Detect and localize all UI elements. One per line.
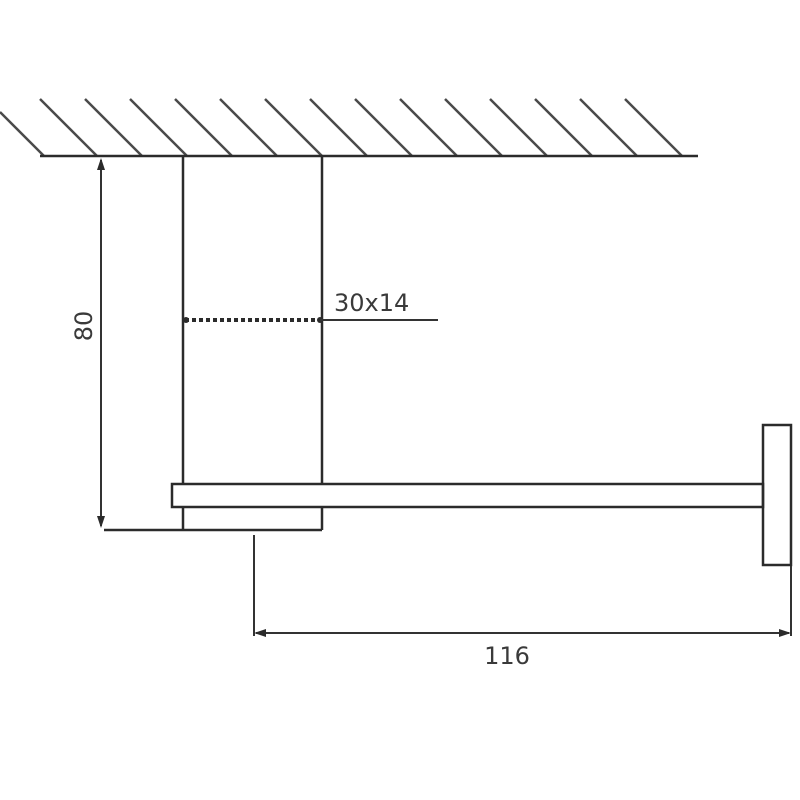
end-plate (761, 423, 793, 567)
horizontal-arm (170, 482, 765, 509)
hatch-mark (84, 98, 143, 157)
section-marker-dot-left (183, 317, 189, 323)
vertical-bracket (181, 156, 324, 484)
section-label: 30x14 (334, 289, 409, 317)
height-dimension (97, 158, 105, 528)
hatch-mark (174, 98, 233, 157)
height-label: 80 (70, 311, 98, 342)
hatch-mark (579, 98, 638, 157)
hatch-mark (534, 98, 593, 157)
hatch-mark (264, 98, 323, 157)
hatch-mark (219, 98, 278, 157)
projection-dimension (253, 535, 792, 637)
hatch-mark (489, 98, 548, 157)
hatch-mark (444, 98, 503, 157)
hatch-mark (309, 98, 368, 157)
hatch-mark (399, 98, 458, 157)
ceiling-hatching (0, 98, 683, 157)
hatch-mark (0, 111, 45, 157)
bottom-block (104, 507, 324, 532)
hatch-mark (39, 98, 98, 157)
hatch-mark (624, 98, 683, 157)
projection-label: 116 (484, 642, 530, 670)
hatch-mark (129, 98, 188, 157)
hatch-mark (354, 98, 413, 157)
